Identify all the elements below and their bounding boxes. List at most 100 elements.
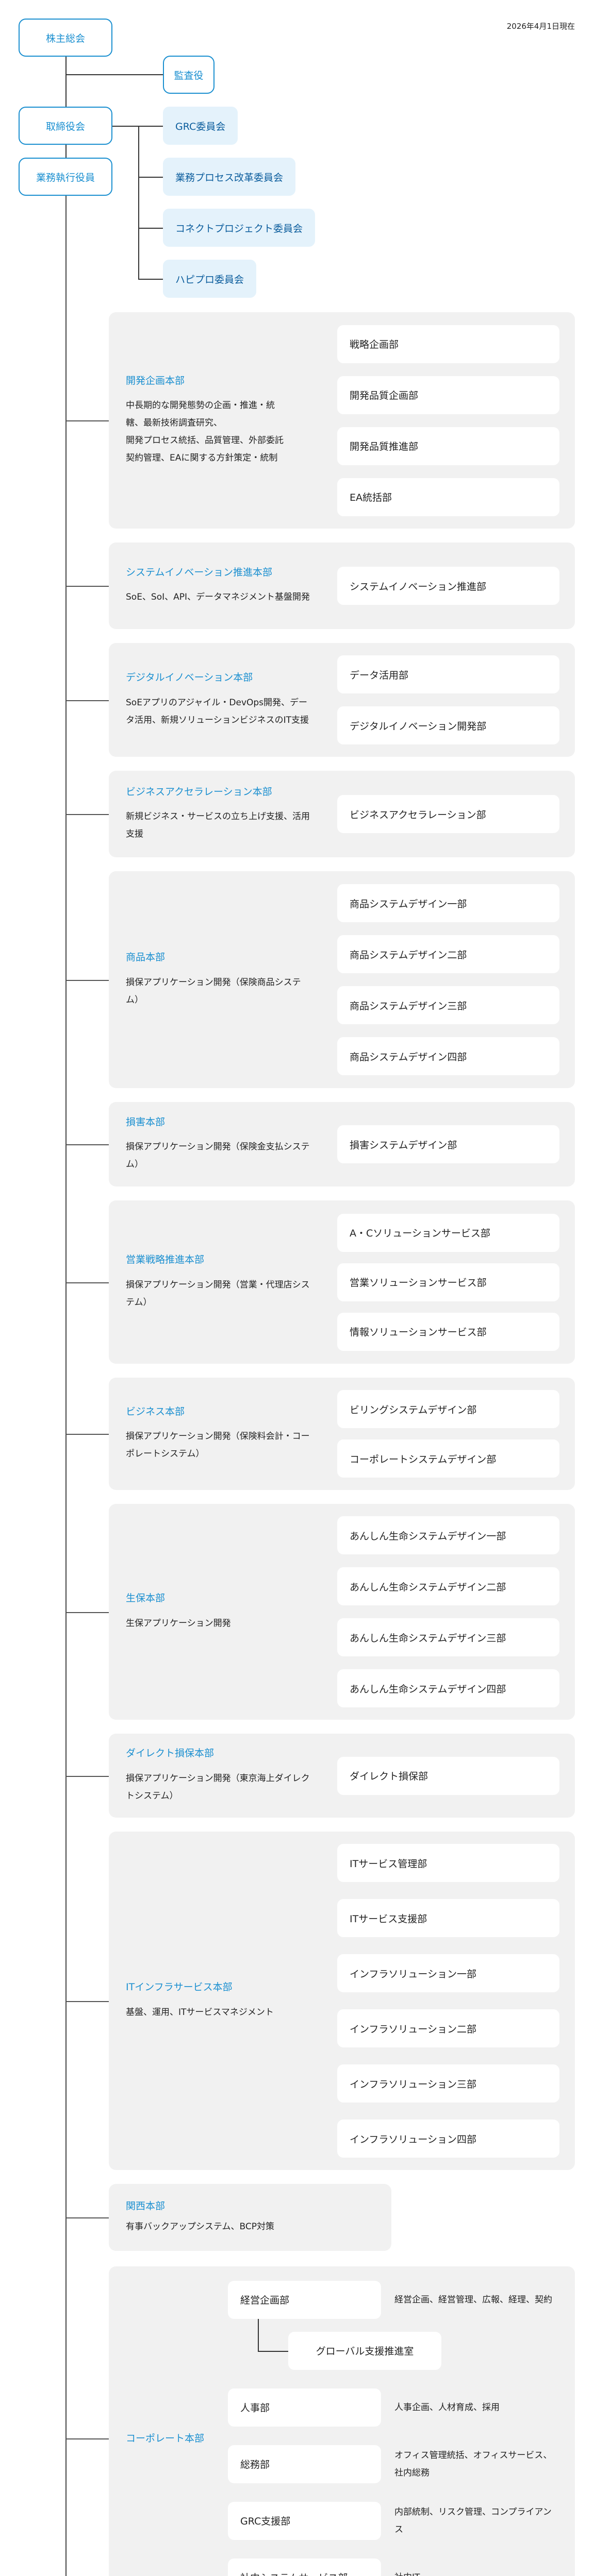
department-box[interactable]: 総務部 — [228, 2445, 381, 2483]
division-direct-insurance: ダイレクト損保本部 損保アプリケーション開発（東京海上ダイレクトシステム） ダイ… — [66, 1734, 575, 1818]
department-box[interactable]: ITサービス支援部 — [337, 1899, 559, 1937]
division-title[interactable]: 関西本部 — [126, 2200, 166, 2212]
division-connector — [66, 1434, 109, 1435]
department-box[interactable]: 営業ソリューションサービス部 — [337, 1263, 559, 1301]
division-connector — [66, 586, 109, 587]
division-corporate: コーポレート本部 経営企画部 経営企画、経営管理、広報、経理、契約 グローバル支… — [66, 2266, 575, 2576]
division-description: 損保アプリケーション開発（保険料会計・コーポレートシステム） — [126, 1431, 310, 1460]
department-box[interactable]: ビリングシステムデザイン部 — [337, 1390, 559, 1428]
division-kansai: 関西本部 有事バックアップシステム、BCP対策 — [66, 2184, 391, 2251]
department-box[interactable]: 社内システムサービス部 — [228, 2558, 381, 2576]
committee-grc[interactable]: GRC委員会 — [163, 107, 238, 145]
division-title[interactable]: ダイレクト損保本部 — [126, 1748, 214, 1759]
division-description: 損保アプリケーション開発（保険商品システム） — [126, 977, 301, 1005]
sub-office-connector — [258, 2318, 259, 2351]
division-title[interactable]: ビジネス本部 — [126, 1405, 185, 1417]
department-box[interactable]: 商品システムデザイン一部 — [337, 884, 559, 922]
division-connector — [66, 1775, 109, 1777]
division-description: 生保アプリケーション開発 — [126, 1618, 231, 1629]
committee-label: コネクトプロジェクト委員会 — [175, 223, 303, 234]
connector-committee-4 — [138, 279, 163, 280]
as-of-date: 2026年4月1日現在 — [506, 22, 575, 31]
connector-board-committees — [112, 126, 163, 127]
connector-auditor — [65, 74, 163, 75]
division-description: 新規ビジネス・サービスの立ち上げ支援、活用支援 — [126, 811, 310, 840]
sub-office-box[interactable]: グローバル支援推進室 — [288, 2331, 441, 2370]
shareholders-meeting-box[interactable]: 株主総会 — [19, 19, 112, 57]
department-box[interactable]: ITサービス管理部 — [337, 1844, 559, 1882]
committee-label: ハピプロ委員会 — [175, 274, 244, 285]
department-box[interactable]: EA統括部 — [337, 478, 559, 516]
department-box[interactable]: デジタルイノベーション開発部 — [337, 706, 559, 744]
auditor-box[interactable]: 監査役 — [163, 56, 214, 94]
division-life-insurance: 生保本部 生保アプリケーション開発 あんしん生命システムデザイン一部 あんしん生… — [66, 1504, 575, 1720]
department-box[interactable]: A・Cソリューションサービス部 — [337, 1213, 559, 1252]
department-box[interactable]: システムイノベーション推進部 — [337, 567, 559, 605]
committee-business-process-reform[interactable]: 業務プロセス改革委員会 — [163, 158, 296, 196]
department-box[interactable]: 開発品質企画部 — [337, 376, 559, 414]
division-description: 有事バックアップシステム、BCP対策 — [126, 2222, 274, 2232]
department-box[interactable]: インフラソリューション四部 — [337, 2120, 559, 2158]
department-box[interactable]: GRC支援部 — [228, 2501, 381, 2540]
division-business-acceleration: ビジネスアクセラレーション本部 新規ビジネス・サービスの立ち上げ支援、活用支援 … — [66, 771, 575, 857]
division-title[interactable]: ビジネスアクセラレーション本部 — [126, 786, 272, 798]
department-role: オフィス管理統括、オフィスサービス、社内総務 — [394, 2450, 552, 2478]
division-connector — [66, 1282, 109, 1283]
department-box[interactable]: インフラソリューション一部 — [337, 1954, 559, 1992]
department-box[interactable]: 経営企画部 — [228, 2280, 381, 2319]
auditor-label: 監査役 — [174, 70, 204, 81]
department-box[interactable]: あんしん生命システムデザイン一部 — [337, 1516, 559, 1554]
department-box[interactable]: あんしん生命システムデザイン三部 — [337, 1618, 559, 1656]
department-box[interactable]: インフラソリューション三部 — [337, 2064, 559, 2103]
division-it-infrastructure: ITインフラサービス本部 基盤、運用、ITサービスマネジメント ITサービス管理… — [66, 1832, 575, 2170]
committee-connect-project[interactable]: コネクトプロジェクト委員会 — [163, 209, 316, 247]
division-business: ビジネス本部 損保アプリケーション開発（保険料会計・コーポレートシステム） ビリ… — [66, 1378, 575, 1490]
division-description: 中長期的な開発態勢の企画・推進・統 轄、最新技術調査研究、 開発プロセス統括、品… — [126, 400, 284, 464]
corporate-department-list: 経営企画部 経営企画、経営管理、広報、経理、契約 グローバル支援推進室 人事部 … — [228, 2280, 559, 2576]
division-connector — [66, 2438, 109, 2439]
division-system-innovation: システムイノベーション推進本部 SoE、SoI、API、データマネジメント基盤開… — [66, 543, 575, 629]
department-box[interactable]: 商品システムデザイン四部 — [337, 1037, 559, 1075]
corporate-row: 社内システムサービス部 社内IT — [228, 2558, 559, 2576]
department-box[interactable]: 戦略企画部 — [337, 325, 559, 363]
department-box[interactable]: 商品システムデザイン二部 — [337, 935, 559, 973]
committee-hapipro[interactable]: ハピプロ委員会 — [163, 260, 257, 298]
department-box[interactable]: 人事部 — [228, 2388, 381, 2427]
division-title[interactable]: システムイノベーション推進本部 — [126, 566, 273, 578]
shareholders-meeting-label: 株主総会 — [45, 32, 85, 44]
department-box[interactable]: 情報ソリューションサービス部 — [337, 1312, 559, 1351]
department-box[interactable]: 商品システムデザイン三部 — [337, 986, 559, 1024]
department-box[interactable]: データ活用部 — [337, 655, 559, 693]
committee-tree-trunk — [138, 126, 139, 279]
department-box[interactable]: ダイレクト損保部 — [337, 1756, 559, 1795]
division-title[interactable]: 商品本部 — [126, 952, 166, 963]
division-description: 損保アプリケーション開発（東京海上ダイレクトシステム） — [126, 1773, 310, 1801]
division-connector — [66, 814, 109, 815]
division-title[interactable]: ITインフラサービス本部 — [126, 1981, 233, 1993]
department-box[interactable]: 損害システムデザイン部 — [337, 1125, 559, 1163]
division-title[interactable]: 開発企画本部 — [126, 375, 185, 386]
division-connector — [66, 1612, 109, 1613]
department-box[interactable]: コーポレートシステムデザイン部 — [337, 1439, 559, 1478]
division-title[interactable]: 損害本部 — [126, 1116, 166, 1128]
executive-trunk-line — [65, 196, 67, 2576]
committee-label: GRC委員会 — [175, 121, 226, 132]
department-box[interactable]: 開発品質推進部 — [337, 427, 559, 465]
sub-office-connector — [258, 2350, 288, 2352]
corporate-row: 経営企画部 経営企画、経営管理、広報、経理、契約 — [228, 2280, 559, 2319]
department-box[interactable]: ビジネスアクセラレーション部 — [337, 795, 559, 833]
division-title[interactable]: 生保本部 — [126, 1592, 166, 1604]
corporate-row: 人事部 人事企画、人材育成、採用 — [228, 2388, 559, 2427]
department-role: 内部統制、リスク管理、コンプライアンス — [394, 2506, 552, 2535]
division-sales-strategy: 営業戦略推進本部 損保アプリケーション開発（営業・代理店システム） A・Cソリュ… — [66, 1200, 575, 1364]
board-label: 取締役会 — [45, 121, 85, 132]
division-title[interactable]: 営業戦略推進本部 — [126, 1254, 205, 1266]
division-title[interactable]: デジタルイノベーション本部 — [126, 672, 253, 684]
executive-officers-box[interactable]: 業務執行役員 — [19, 158, 112, 196]
department-box[interactable]: あんしん生命システムデザイン四部 — [337, 1669, 559, 1707]
board-of-directors-box[interactable]: 取締役会 — [19, 107, 112, 145]
division-connector — [66, 2217, 109, 2218]
department-box[interactable]: インフラソリューション二部 — [337, 2009, 559, 2047]
department-box[interactable]: あんしん生命システムデザイン二部 — [337, 1567, 559, 1605]
division-title[interactable]: コーポレート本部 — [126, 2432, 205, 2444]
